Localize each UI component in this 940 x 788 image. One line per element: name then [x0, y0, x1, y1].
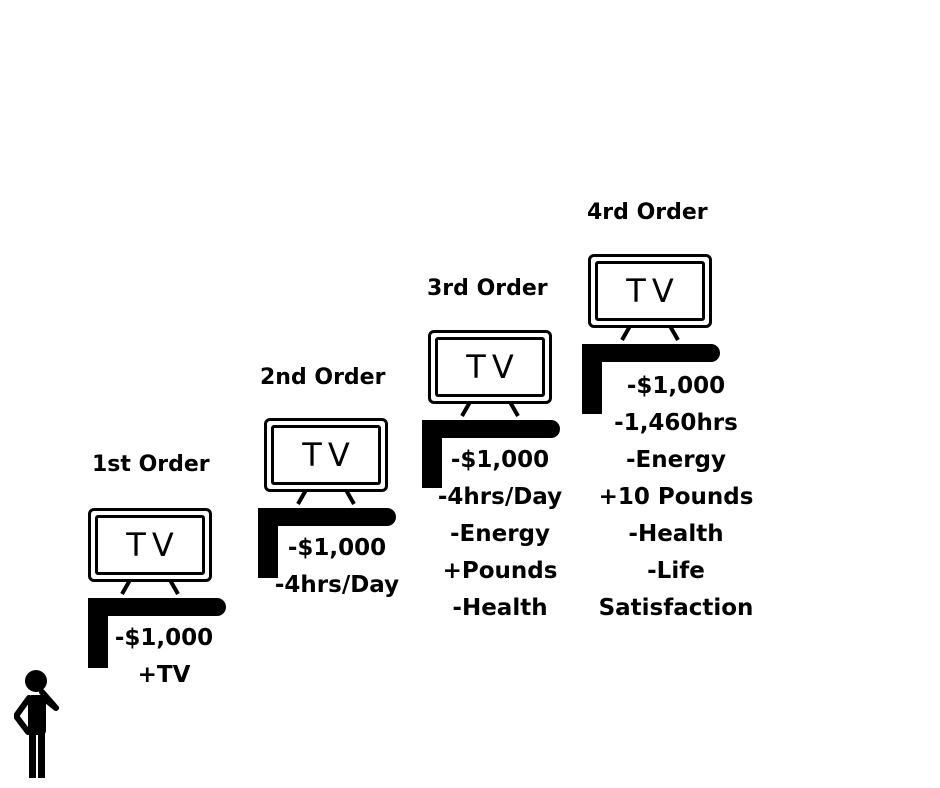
effect-item: -4hrs/Day — [274, 572, 400, 598]
effect-item: -Health — [628, 521, 724, 547]
step-3-effects: -$1,000 -4hrs/Day -Energy +Pounds -Healt… — [428, 442, 572, 627]
step-2-title: 2nd Order — [260, 365, 386, 390]
effect-item: -1,460hrs — [614, 410, 738, 436]
tv-label: TV — [126, 526, 180, 564]
tv-label: TV — [302, 436, 356, 474]
thinking-person-icon — [14, 670, 59, 778]
tv-stand-icon — [120, 580, 180, 595]
step-3-title: 3rd Order — [427, 276, 548, 301]
tv-icon: TV — [264, 418, 394, 514]
effect-item: -$1,000 — [114, 625, 214, 651]
effect-item: +10 Pounds — [598, 484, 754, 510]
tv-icon: TV — [88, 508, 218, 604]
effect-item: -4hrs/Day — [437, 484, 563, 510]
tv-stand-icon — [296, 490, 356, 505]
effect-item: -$1,000 — [287, 535, 387, 561]
effect-item: -Energy — [625, 447, 727, 473]
step-2-effects: -$1,000 -4hrs/Day — [262, 530, 412, 604]
effect-item: +Pounds — [442, 558, 558, 584]
effect-item: -Energy — [449, 521, 551, 547]
effect-item: -Life — [647, 558, 705, 584]
effect-item: -$1,000 — [450, 447, 550, 473]
effect-item: +TV — [137, 662, 191, 688]
step-4-effects: -$1,000 -1,460hrs -Energy +10 Pounds -He… — [590, 368, 762, 627]
tv-icon: TV — [428, 330, 558, 426]
effect-item: -$1,000 — [626, 373, 726, 399]
step-1-effects: -$1,000 +TV — [96, 620, 232, 694]
step-1-title: 1st Order — [92, 452, 210, 477]
effect-item: Satisfaction — [598, 595, 754, 621]
tv-stand-icon — [460, 402, 520, 417]
tv-label: TV — [466, 348, 520, 386]
tv-stand-icon — [620, 326, 680, 341]
effect-item: -Health — [452, 595, 548, 621]
tv-icon: TV — [588, 254, 718, 350]
step-4-title: 4rd Order — [587, 200, 708, 225]
tv-label: TV — [626, 272, 680, 310]
